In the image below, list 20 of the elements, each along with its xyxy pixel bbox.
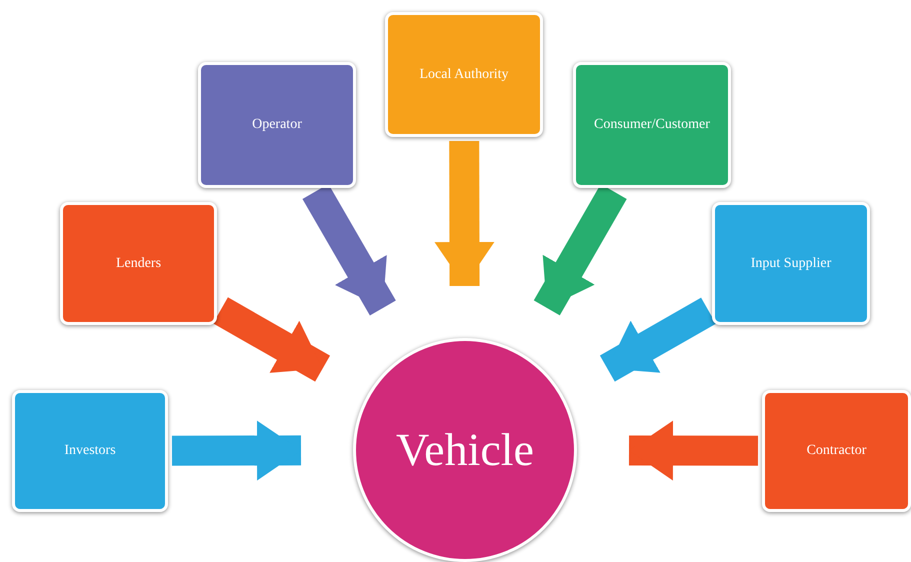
box-label: Local Authority: [418, 66, 510, 84]
box-label: Input Supplier: [750, 254, 832, 272]
center-label: Vehicle: [396, 427, 534, 473]
box-label: Consumer/Customer: [593, 116, 711, 134]
stakeholder-box: [385, 12, 543, 137]
box-label: Operator: [251, 116, 303, 134]
stakeholder-box: [12, 390, 168, 512]
block-arrow: [434, 140, 494, 286]
block-arrow: [600, 298, 716, 382]
stakeholder-box: [712, 202, 870, 325]
stakeholder-box: [762, 390, 911, 512]
stakeholder-box: [198, 62, 356, 188]
stakeholder-box: [60, 202, 217, 325]
block-arrow: [628, 420, 758, 481]
block-arrow: [213, 297, 330, 382]
stakeholder-box: [573, 62, 731, 188]
block-arrow: [172, 420, 302, 481]
box-label: Investors: [63, 442, 117, 460]
box-label: Contractor: [806, 442, 868, 460]
box-label: Lenders: [114, 254, 162, 272]
